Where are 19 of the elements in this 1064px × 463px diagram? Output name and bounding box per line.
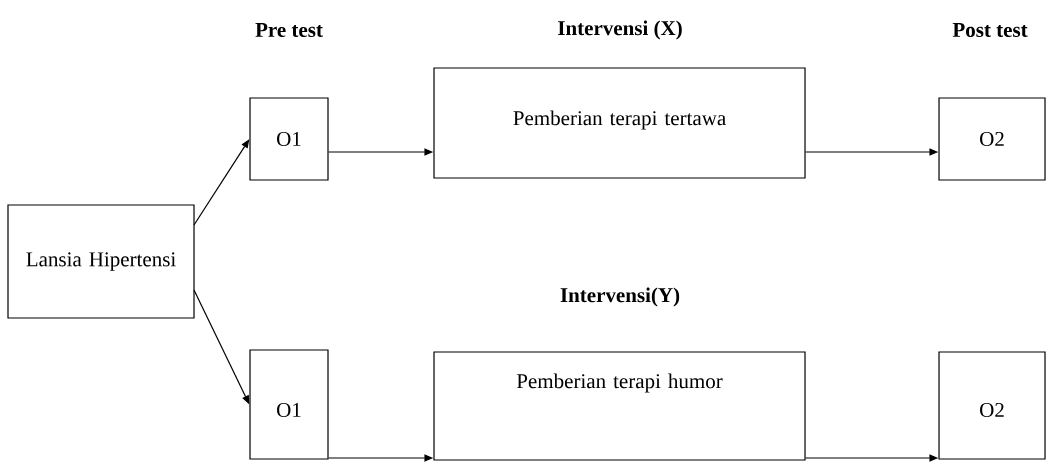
process-box xyxy=(249,97,329,181)
process-box xyxy=(7,204,195,319)
box-label: O1 xyxy=(277,131,301,147)
box-label: O2 xyxy=(980,131,1004,147)
box-label: Pemberian terapi humor xyxy=(516,373,723,393)
process-box xyxy=(249,349,329,460)
process-box xyxy=(938,351,1046,460)
box-label: Pemberian terapi tertawa xyxy=(513,110,726,130)
box-label: Lansia Hipertensi xyxy=(26,252,176,271)
process-box xyxy=(433,351,806,461)
box-label: O2 xyxy=(980,402,1004,418)
heading: Intervensi (X) xyxy=(558,20,682,40)
process-box xyxy=(938,97,1046,181)
box-label: O1 xyxy=(277,402,301,418)
heading: Pre test xyxy=(255,23,323,37)
process-box xyxy=(433,67,806,179)
heading: Intervensi(Y) xyxy=(560,287,680,307)
heading: Post test xyxy=(952,23,1028,37)
arrow xyxy=(193,139,250,226)
